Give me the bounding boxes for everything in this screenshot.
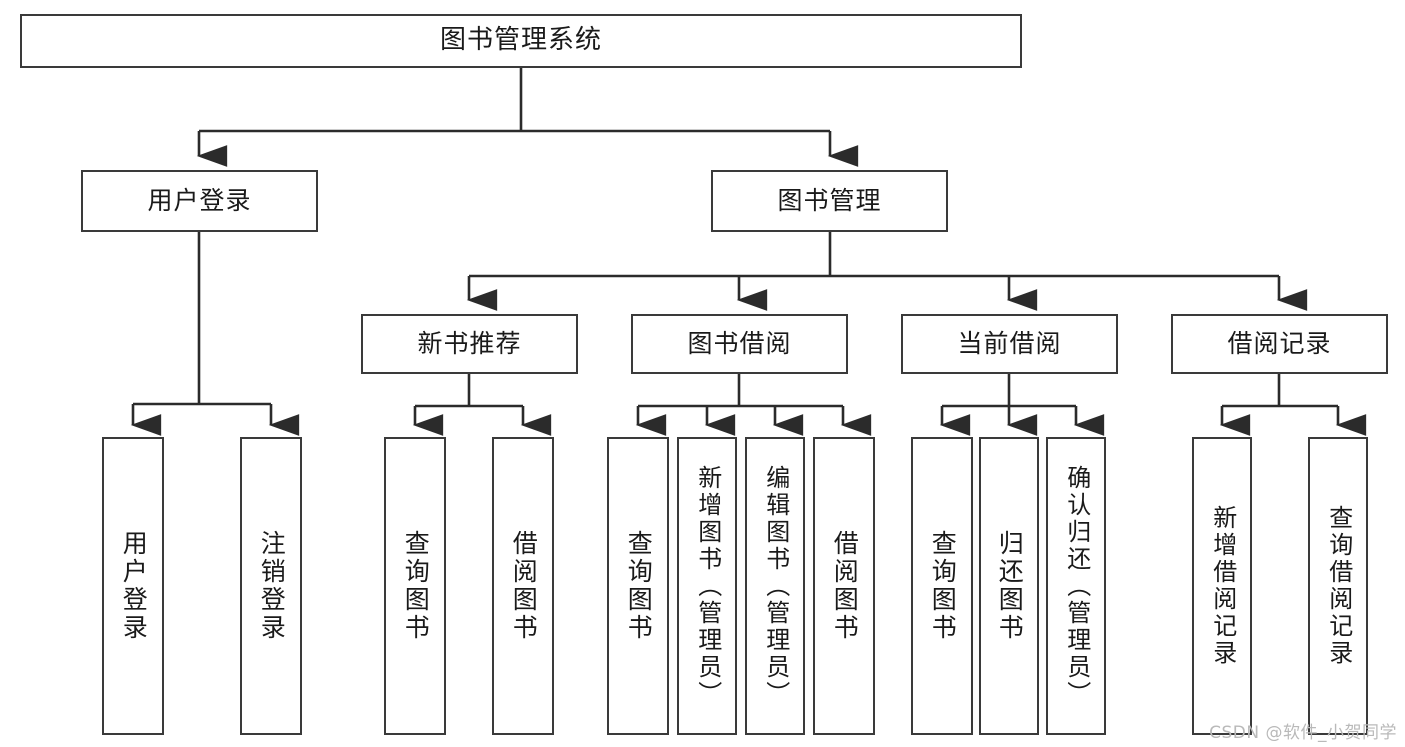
edges-root-to-level1 (196, 68, 859, 167)
leaf-edit-book-admin[interactable]: 编辑图书（管理员） (745, 437, 805, 735)
leaf-query-book-borrow[interactable]: 查询图书 (607, 437, 669, 735)
node-label: 新增图书（管理员） (693, 464, 722, 708)
leaf-borrow-book[interactable]: 借阅图书 (813, 437, 875, 735)
node-label: 用户登录 (147, 186, 252, 215)
leaf-user-logout[interactable]: 注销登录 (240, 437, 302, 735)
node-root-system[interactable]: 图书管理系统 (20, 14, 1022, 68)
node-label: 查询图书 (624, 530, 654, 642)
leaf-add-borrow-record[interactable]: 新增借阅记录 (1192, 437, 1252, 735)
node-label: 编辑图书（管理员） (761, 464, 790, 708)
node-new-book-recommend[interactable]: 新书推荐 (361, 314, 578, 374)
node-label: 借阅图书 (830, 530, 860, 642)
edges-bookmanage-to-level2 (466, 232, 1308, 311)
edges-newbook-to-leaves (412, 374, 552, 436)
leaf-confirm-return-admin[interactable]: 确认归还（管理员） (1046, 437, 1106, 735)
node-label: 图书借阅 (687, 329, 792, 358)
leaf-borrow-book-recommend[interactable]: 借阅图书 (492, 437, 554, 735)
node-label: 图书管理系统 (439, 25, 602, 56)
edges-bookborrow-to-leaves (635, 374, 872, 436)
node-user-login[interactable]: 用户登录 (81, 170, 318, 232)
node-book-borrow[interactable]: 图书借阅 (631, 314, 848, 374)
edges-borrowrecord-to-leaves (1219, 374, 1367, 436)
node-label: 归还图书 (995, 530, 1025, 642)
leaf-add-book-admin[interactable]: 新增图书（管理员） (677, 437, 737, 735)
node-book-manage[interactable]: 图书管理 (711, 170, 948, 232)
node-label: 图书管理 (777, 186, 882, 215)
node-label: 新增借阅记录 (1208, 505, 1237, 667)
node-label: 借阅图书 (509, 530, 539, 642)
leaf-query-book-recommend[interactable]: 查询图书 (384, 437, 446, 735)
node-label: 用户登录 (119, 530, 149, 642)
node-label: 借阅记录 (1227, 329, 1332, 358)
edges-currentborrow-to-leaves (939, 374, 1105, 436)
leaf-return-book[interactable]: 归还图书 (979, 437, 1039, 735)
csdn-watermark: CSDN @软件_小贺同学 (1209, 723, 1397, 743)
leaf-query-borrow-record[interactable]: 查询借阅记录 (1308, 437, 1368, 735)
node-current-borrow[interactable]: 当前借阅 (901, 314, 1118, 374)
edges-userlogin-to-leaves (130, 232, 300, 436)
leaf-query-book-current[interactable]: 查询图书 (911, 437, 973, 735)
leaf-user-login[interactable]: 用户登录 (102, 437, 164, 735)
node-label: 确认归还（管理员） (1062, 464, 1091, 708)
node-borrow-record[interactable]: 借阅记录 (1171, 314, 1388, 374)
node-label: 查询图书 (928, 530, 958, 642)
node-label: 查询借阅记录 (1324, 505, 1353, 667)
node-label: 新书推荐 (417, 329, 522, 358)
node-label: 当前借阅 (957, 329, 1062, 358)
node-label: 查询图书 (401, 530, 431, 642)
node-label: 注销登录 (257, 530, 287, 642)
